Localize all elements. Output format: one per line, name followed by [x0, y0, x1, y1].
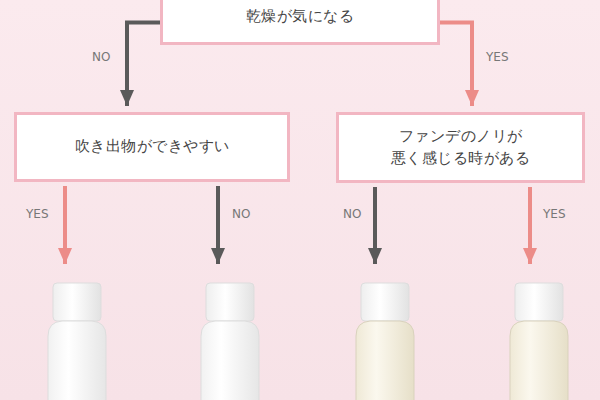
no-arrow — [216, 186, 220, 264]
answer-label: YES — [26, 207, 49, 221]
flow-arrow — [440, 23, 472, 107]
answer-label: NO — [232, 207, 250, 221]
answer-label: NO — [343, 207, 361, 221]
answer-label: YES — [543, 207, 566, 221]
bottle-cream — [510, 283, 568, 400]
no-arrow — [373, 187, 377, 264]
bottle-white — [201, 283, 259, 400]
bottle-white — [48, 283, 106, 400]
question-box: ファンデのノリが 悪く感じる時がある — [336, 112, 585, 183]
answer-label: NO — [92, 50, 110, 64]
flow-arrow — [127, 23, 160, 107]
answer-label: YES — [486, 50, 509, 64]
question-text: 乾燥が気になる — [246, 6, 355, 28]
question-box: 吹き出物ができやすい — [14, 112, 290, 182]
question-text: ファンデのノリが 悪く感じる時がある — [349, 126, 572, 170]
yes-arrow — [63, 186, 67, 264]
question-text: 吹き出物ができやすい — [75, 136, 230, 158]
yes-arrow — [528, 187, 532, 264]
bottle-cream — [356, 283, 414, 400]
question-box: 乾燥が気になる — [160, 0, 440, 45]
